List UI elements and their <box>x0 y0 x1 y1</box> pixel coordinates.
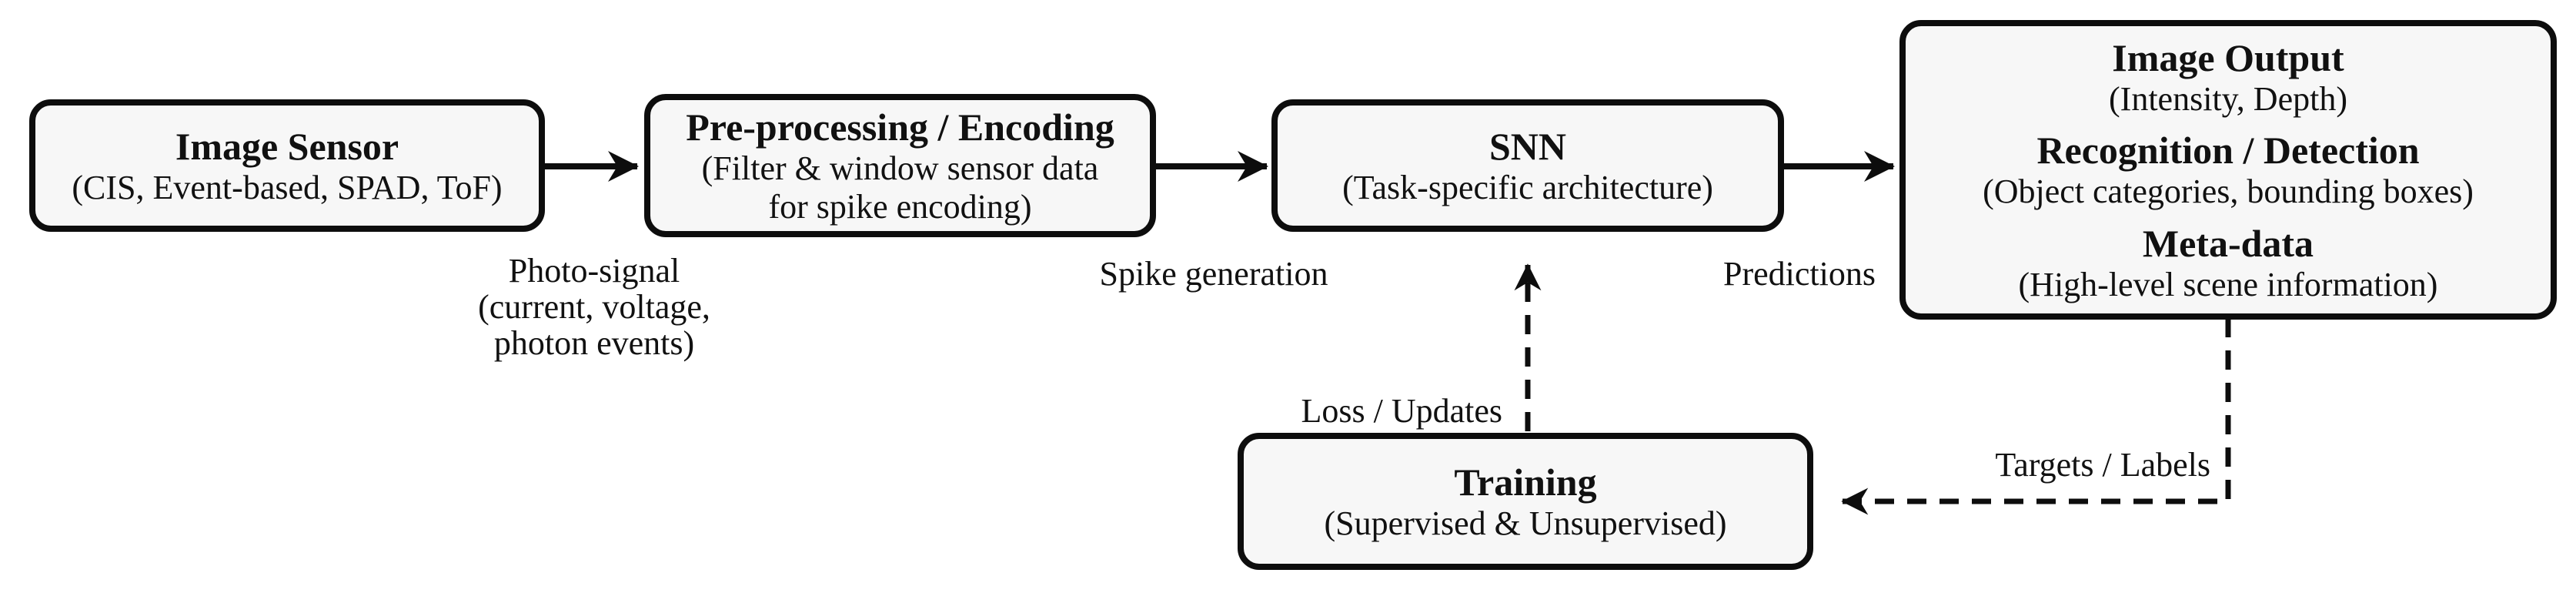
image-output-title: Image Output <box>2112 36 2344 80</box>
snn-subtitle: (Task-specific architecture) <box>1342 168 1713 206</box>
edge-label-predictions: Predictions <box>1723 255 1876 293</box>
output-section-image-output: Image Output (Intensity, Depth) <box>2109 35 2347 119</box>
meta-data-title: Meta-data <box>2142 221 2314 265</box>
edge-label-targets-labels: Targets / Labels <box>1995 446 2210 484</box>
node-training: Training (Supervised & Unsupervised) <box>1238 433 1813 570</box>
photo-signal-line3: photon events) <box>493 324 695 363</box>
meta-data-subtitle: (High-level scene information) <box>2018 265 2438 303</box>
image-sensor-subtitle: (CIS, Event-based, SPAD, ToF) <box>72 168 503 206</box>
node-output: Image Output (Intensity, Depth) Recognit… <box>1899 20 2557 320</box>
photo-signal-line1: Photo-signal <box>508 252 680 290</box>
preprocessing-subtitle-line2: for spike encoding) <box>768 188 1032 226</box>
node-image-sensor: Image Sensor (CIS, Event-based, SPAD, To… <box>29 99 545 232</box>
preprocessing-title: Pre-processing / Encoding <box>686 105 1114 149</box>
training-title: Training <box>1454 460 1597 504</box>
training-subtitle: (Supervised & Unsupervised) <box>1324 504 1727 542</box>
node-snn: SNN (Task-specific architecture) <box>1271 99 1784 232</box>
preprocessing-subtitle-line1: (Filter & window sensor data <box>701 149 1099 187</box>
edge-label-photo-signal: Photo-signal (current, voltage, photon e… <box>478 253 710 361</box>
recognition-detection-subtitle: (Object categories, bounding boxes) <box>1983 173 2474 211</box>
edge-label-loss-updates: Loss / Updates <box>1301 392 1502 430</box>
snn-title: SNN <box>1488 124 1567 168</box>
node-preprocessing-encoding: Pre-processing / Encoding (Filter & wind… <box>644 94 1156 237</box>
edge-label-spike-generation: Spike generation <box>1099 255 1328 293</box>
recognition-detection-title: Recognition / Detection <box>2036 129 2420 173</box>
image-output-subtitle: (Intensity, Depth) <box>2109 80 2347 119</box>
output-section-recognition-detection: Recognition / Detection (Object categori… <box>1983 128 2474 211</box>
output-section-meta-data: Meta-data (High-level scene information) <box>2019 221 2438 304</box>
photo-signal-line2: (current, voltage, <box>478 288 710 327</box>
image-sensor-title: Image Sensor <box>175 124 399 168</box>
